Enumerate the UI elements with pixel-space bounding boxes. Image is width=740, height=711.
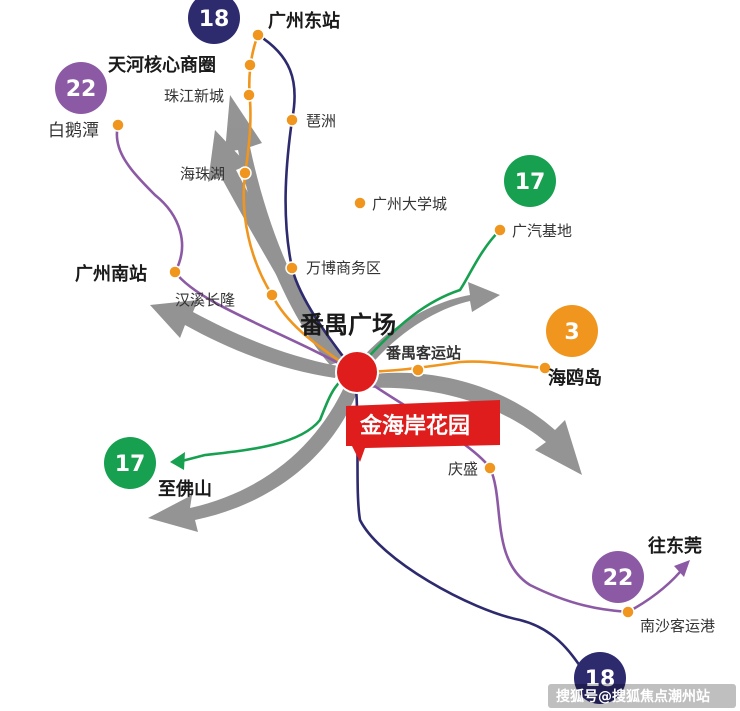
project-banner-text: 金海岸花园	[359, 413, 470, 439]
dot-gz-south	[168, 265, 182, 279]
label-gz-south: 广州南站	[75, 263, 147, 285]
foshan-arrowhead	[170, 452, 185, 470]
arrow-north	[225, 95, 345, 365]
svg-text:18: 18	[199, 7, 230, 32]
label-center-station: 番禺广场	[299, 311, 396, 339]
dot-wanbo	[285, 261, 299, 275]
center-station-dot	[335, 350, 379, 394]
label-baietan: 白鹅潭	[48, 121, 99, 141]
svg-text:18: 18	[585, 667, 616, 692]
label-hanxi: 汉溪长隆	[175, 291, 235, 309]
watermark: 搜狐号@搜狐焦点潮州站	[548, 684, 736, 708]
dot-tianhe	[243, 58, 257, 72]
label-pazhou: 琶洲	[306, 112, 336, 130]
dot-qingsheng	[483, 461, 497, 475]
project-banner: 金海岸花园	[346, 400, 500, 462]
dot-panyu-bus	[411, 363, 425, 377]
dongguan-arrowhead	[674, 560, 690, 577]
radiating-arrows	[148, 95, 582, 532]
watermark-text: 搜狐号@搜狐焦点潮州站	[556, 688, 710, 705]
badge-3: 3	[546, 305, 598, 357]
label-to-foshan: 至佛山	[158, 478, 212, 500]
badge-22-bottom: 22	[592, 551, 644, 603]
label-guangzhou-east: 广州东站	[268, 10, 340, 32]
label-panyu-bus: 番禺客运站	[385, 344, 461, 362]
dot-pazhou	[285, 113, 299, 127]
svg-text:22: 22	[66, 77, 97, 102]
badge-17-bottom: 17	[104, 437, 156, 489]
label-haizhu: 海珠湖	[180, 165, 225, 183]
dot-haizhu	[238, 166, 252, 180]
svg-text:3: 3	[564, 320, 579, 345]
label-zhujiang: 珠江新城	[164, 87, 224, 105]
svg-text:17: 17	[115, 452, 146, 477]
svg-text:22: 22	[603, 566, 634, 591]
badge-18-bottom: 18	[574, 652, 626, 704]
arrow-northwest-upper	[208, 130, 340, 365]
label-gac: 广汽基地	[512, 222, 572, 240]
label-university: 广州大学城	[372, 195, 447, 213]
badge-17-top: 17	[504, 155, 556, 207]
arrow-southwest	[148, 385, 358, 532]
badge-22-top: 22	[55, 62, 107, 114]
dot-hanxi	[265, 288, 279, 302]
label-nansha-port: 南沙客运港	[640, 617, 715, 635]
dot-university	[353, 196, 367, 210]
dot-haiou	[538, 361, 552, 375]
dot-nansha	[621, 605, 635, 619]
dot-zhujiang	[242, 88, 256, 102]
label-to-dongguan: 往东莞	[648, 535, 702, 557]
svg-text:17: 17	[515, 170, 546, 195]
dot-guangzhou-east	[251, 28, 265, 42]
label-wanbo: 万博商务区	[306, 259, 381, 277]
dot-baietan	[111, 118, 125, 132]
label-haiou: 海鸥岛	[548, 367, 602, 389]
label-tianhe-core: 天河核心商圈	[108, 54, 216, 76]
label-qingsheng: 庆盛	[448, 460, 478, 478]
dot-gac	[493, 223, 507, 237]
badge-18-top: 18	[188, 0, 240, 44]
arrow-southeast	[365, 372, 582, 475]
arrow-west	[150, 300, 338, 378]
